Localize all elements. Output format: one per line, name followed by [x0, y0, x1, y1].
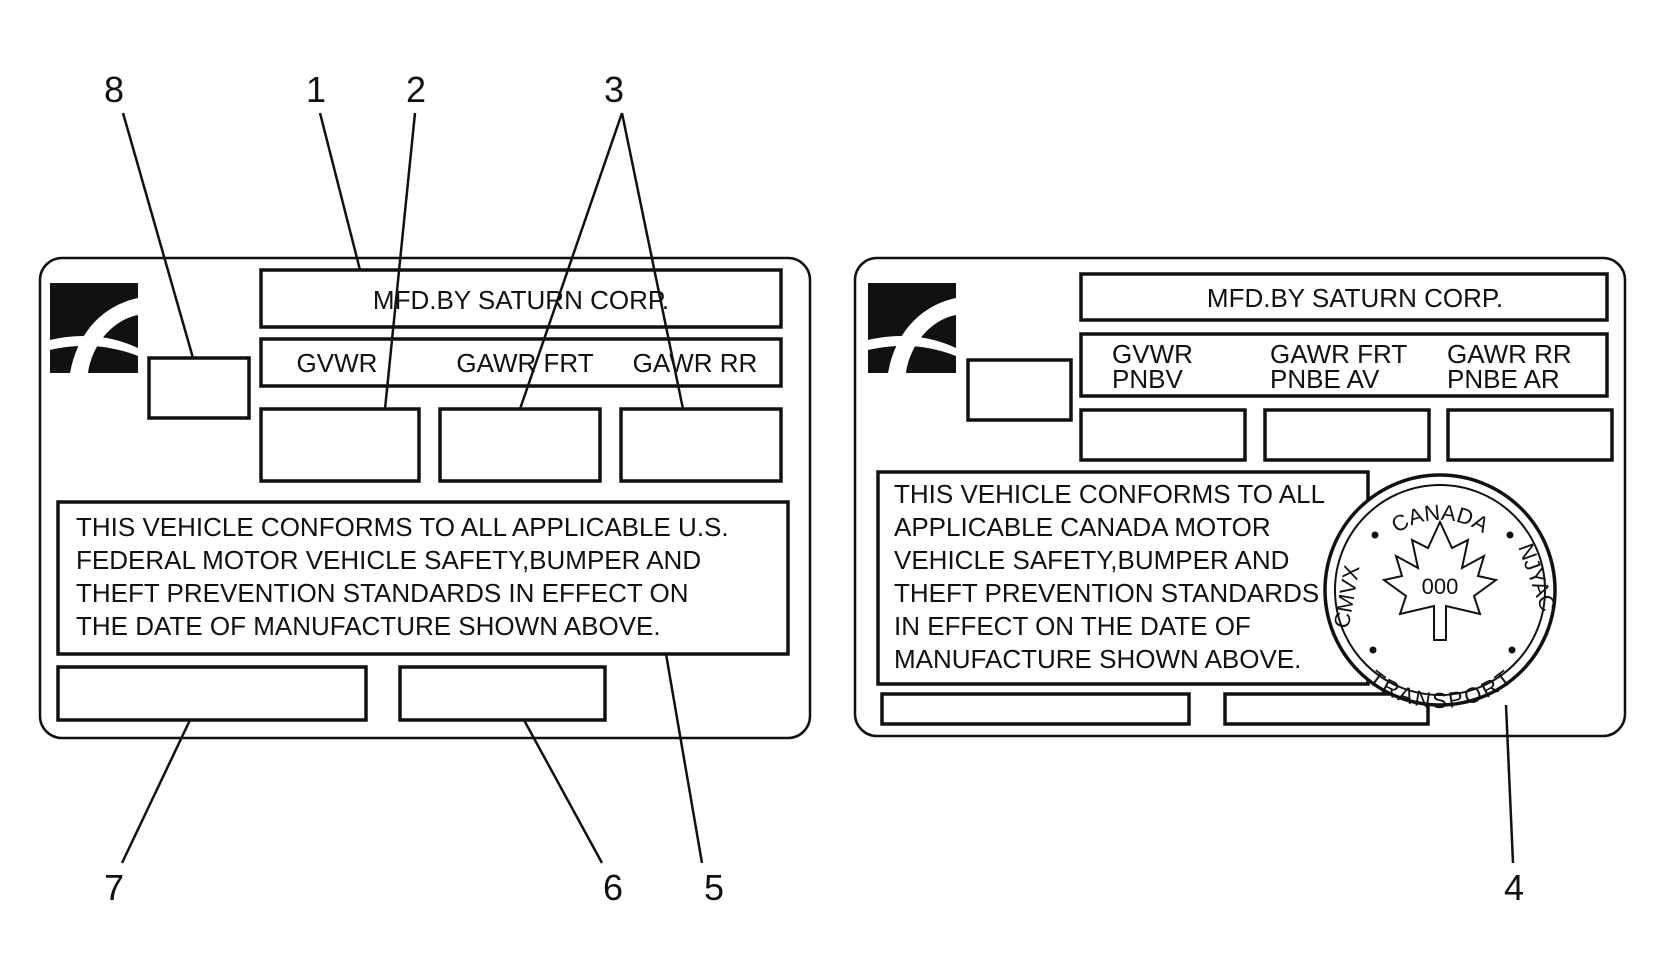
callout-8: 8	[104, 69, 124, 110]
us-manufacturer-text: MFD.BY SATURN CORP.	[373, 285, 669, 315]
leader-line-4	[1504, 704, 1515, 864]
canada-gvwr-label: GVWR	[1112, 339, 1193, 369]
us-gvwr-value-box	[259, 407, 421, 483]
canada-label-small-box	[966, 358, 1073, 422]
us-bottom-left-box	[56, 665, 368, 722]
leader-line-2	[383, 112, 417, 410]
callout-1: 1	[306, 69, 326, 110]
canada-statement-box	[876, 470, 1370, 686]
canada-gawr-rr-value-box	[1446, 408, 1614, 462]
saturn-logo-icon	[50, 283, 138, 373]
us-gawr-frt-value-box	[438, 407, 602, 483]
us-manufacturer-box	[259, 268, 783, 329]
canada-statement-line-3: VEHICLE SAFETY,BUMPER AND	[894, 545, 1289, 575]
canada-statement-line-2: APPLICABLE CANADA MOTOR	[894, 512, 1271, 542]
us-statement-line-4: THE DATE OF MANUFACTURE SHOWN ABOVE.	[76, 611, 661, 641]
leader-line-1	[318, 112, 362, 271]
us-statement-line-1: THIS VEHICLE CONFORMS TO ALL APPLICABLE …	[76, 512, 729, 542]
us-label-small-box	[147, 356, 251, 420]
canada-statement-line-4: THEFT PREVENTION STANDARDS	[894, 578, 1319, 608]
canada-pnbe-ar-label: PNBE AR	[1447, 364, 1560, 394]
us-statement-box	[56, 500, 790, 656]
leader-line-3a	[518, 112, 624, 410]
canada-manufacturer-text: MFD.BY SATURN CORP.	[1207, 283, 1503, 313]
callout-7: 7	[104, 867, 124, 908]
us-bottom-middle-box	[398, 665, 607, 722]
canada-gawr-rr-label: GAWR RR	[1447, 339, 1572, 369]
canada-rating-header-box	[1079, 332, 1609, 398]
us-gawr-rr-value-box	[619, 407, 783, 483]
canada-statement-line-5: IN EFFECT ON THE DATE OF	[894, 611, 1251, 641]
canada-bottom-middle-box	[1223, 692, 1430, 726]
us-gvwr-label: GVWR	[297, 348, 378, 378]
callout-3: 3	[604, 69, 624, 110]
callout-numbers: 8 1 2 3 7 6 5 4	[104, 69, 1524, 908]
us-gawr-rr-label: GAWR RR	[633, 348, 758, 378]
seal-number: 000	[1422, 574, 1459, 599]
canada-statement-line-1: THIS VEHICLE CONFORMS TO ALL	[894, 479, 1325, 509]
callout-6: 6	[603, 867, 623, 908]
us-gawr-frt-label: GAWR FRT	[456, 348, 593, 378]
canada-gawr-frt-value-box	[1263, 408, 1431, 462]
saturn-logo-icon	[868, 283, 956, 373]
us-statement-line-3: THEFT PREVENTION STANDARDS IN EFFECT ON	[76, 578, 689, 608]
canada-gawr-frt-label: GAWR FRT	[1270, 339, 1407, 369]
canada-manufacturer-box	[1079, 272, 1609, 322]
canada-statement-line-6: MANUFACTURE SHOWN ABOVE.	[894, 644, 1301, 674]
canada-transport-seal-icon: CANADA TRANSPORT CMVX NJYAC 000	[1323, 473, 1561, 713]
callout-2: 2	[406, 69, 426, 110]
callout-4: 4	[1504, 867, 1524, 908]
us-label: MFD.BY SATURN CORP. GVWR GAWR FRT GAWR R…	[38, 256, 812, 740]
leader-line-3b	[620, 112, 685, 410]
canada-gvwr-value-box	[1079, 408, 1247, 462]
leader-line-6	[522, 719, 604, 864]
leader-lines	[120, 112, 1515, 864]
leader-line-7	[120, 719, 192, 864]
callout-5: 5	[704, 867, 724, 908]
leader-line-8	[121, 112, 195, 359]
canada-label: MFD.BY SATURN CORP. GVWR PNBV GAWR FRT P…	[853, 256, 1627, 738]
canada-pnbv-label: PNBV	[1112, 364, 1183, 394]
maple-leaf-icon	[1381, 519, 1499, 641]
us-statement-line-2: FEDERAL MOTOR VEHICLE SAFETY,BUMPER AND	[76, 545, 701, 575]
canada-bottom-left-box	[880, 692, 1191, 726]
leader-line-5	[664, 653, 704, 864]
us-rating-header-box	[259, 337, 783, 388]
canada-pnbe-av-label: PNBE AV	[1270, 364, 1380, 394]
